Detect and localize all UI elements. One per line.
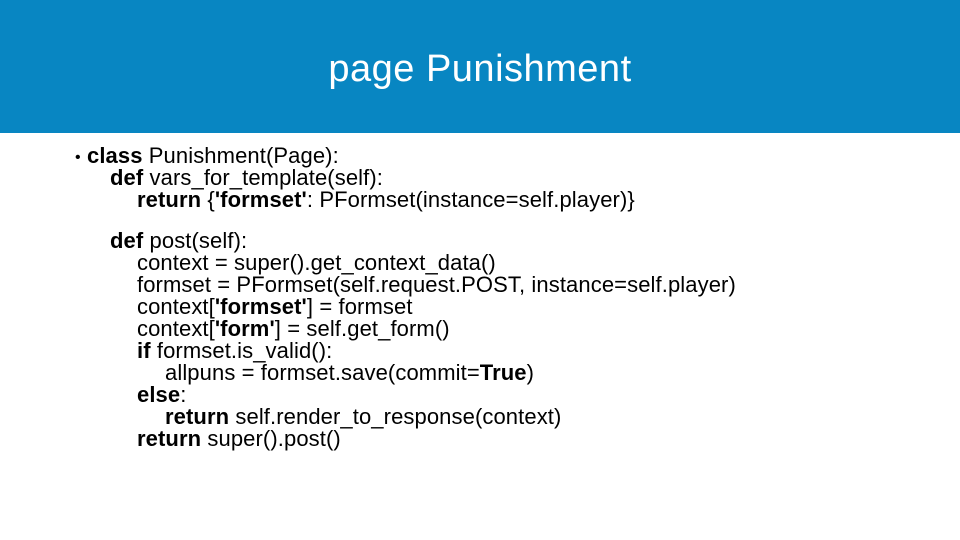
- code-line: return {'formset': PFormset(instance=sel…: [75, 189, 935, 211]
- code-keyword: 'formset': [214, 294, 307, 319]
- code-line: return super().post(): [75, 428, 935, 450]
- code-keyword: 'formset': [214, 187, 307, 212]
- code-text: vars_for_template(self):: [143, 165, 384, 190]
- code-keyword: class: [87, 143, 143, 168]
- code-text: Punishment(Page):: [142, 143, 339, 168]
- code-line: • class Punishment(Page):: [75, 145, 935, 167]
- code-keyword: def: [110, 228, 144, 253]
- code-keyword: True: [479, 360, 527, 385]
- code-keyword: return: [137, 426, 202, 451]
- code-keyword: return: [165, 404, 230, 429]
- code-line: return self.render_to_response(context): [75, 406, 935, 428]
- code-keyword: return: [137, 187, 202, 212]
- code-text: formset = PFormset(self.request.POST, in…: [137, 272, 736, 297]
- code-keyword: 'form': [214, 316, 275, 341]
- bullet-marker: •: [75, 149, 81, 166]
- code-line: context = super().get_context_data(): [75, 252, 935, 274]
- code-text: {: [201, 187, 215, 212]
- code-line: context['form'] = self.get_form(): [75, 318, 935, 340]
- code-text: :: [180, 382, 187, 407]
- slide-header: page Punishment: [0, 0, 960, 133]
- slide-body: •class Punishment(Page):def vars_for_tem…: [75, 145, 935, 450]
- code-keyword: else: [137, 382, 181, 407]
- code-line: if formset.is_valid():: [75, 340, 935, 362]
- code-text: ] = formset: [306, 294, 413, 319]
- code-line: else:: [75, 384, 935, 406]
- code-line: allpuns = formset.save(commit=True): [75, 362, 935, 384]
- page-title: page Punishment: [328, 48, 632, 90]
- code-text: context[: [137, 316, 215, 341]
- code-block: •class Punishment(Page):def vars_for_tem…: [75, 145, 935, 450]
- code-text: super().post(): [201, 426, 341, 451]
- code-line: def post(self):: [75, 230, 935, 252]
- code-text: self.render_to_response(context): [229, 404, 562, 429]
- code-line: context['formset'] = formset: [75, 296, 935, 318]
- code-text: ] = self.get_form(): [274, 316, 450, 341]
- code-text: ): [526, 360, 535, 385]
- code-text: formset.is_valid():: [150, 338, 333, 363]
- code-text: context[: [137, 294, 215, 319]
- code-line: formset = PFormset(self.request.POST, in…: [75, 274, 935, 296]
- code-text: allpuns = formset.save(commit=: [165, 360, 480, 385]
- code-text: post(self):: [143, 228, 248, 253]
- code-text: : PFormset(instance=self.player)}: [306, 187, 635, 212]
- code-keyword: if: [137, 338, 151, 363]
- code-line: def vars_for_template(self):: [75, 167, 935, 189]
- code-keyword: def: [110, 165, 144, 190]
- code-text: context = super().get_context_data(): [137, 250, 496, 275]
